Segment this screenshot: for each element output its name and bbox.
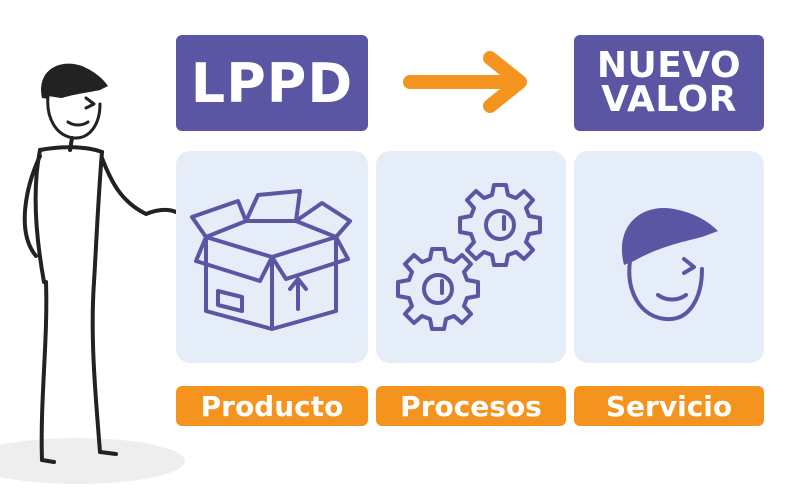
producto-label: Producto — [176, 386, 368, 426]
procesos-label-text: Procesos — [400, 389, 542, 423]
producto-label-text: Producto — [200, 389, 344, 423]
open-box-icon — [190, 189, 352, 331]
gears-icon — [396, 183, 542, 331]
producto-panel — [176, 151, 368, 363]
lppd-title: LPPD — [190, 51, 354, 115]
nuevo-valor-title-box: NUEVO VALOR — [574, 35, 764, 131]
servicio-panel — [574, 151, 764, 363]
nuevo-valor-title-line2: VALOR — [601, 79, 737, 120]
procesos-panel — [376, 151, 566, 363]
presenter-stick-figure — [22, 63, 178, 464]
face-with-cap-icon — [621, 208, 718, 322]
ground-shadow — [0, 438, 185, 484]
servicio-label: Servicio — [574, 386, 764, 426]
lppd-title-box: LPPD — [176, 35, 368, 131]
procesos-label: Procesos — [376, 386, 566, 426]
servicio-label-text: Servicio — [605, 389, 733, 423]
right-arrow-icon — [403, 51, 527, 113]
nuevo-valor-title-line1: NUEVO — [596, 45, 742, 86]
